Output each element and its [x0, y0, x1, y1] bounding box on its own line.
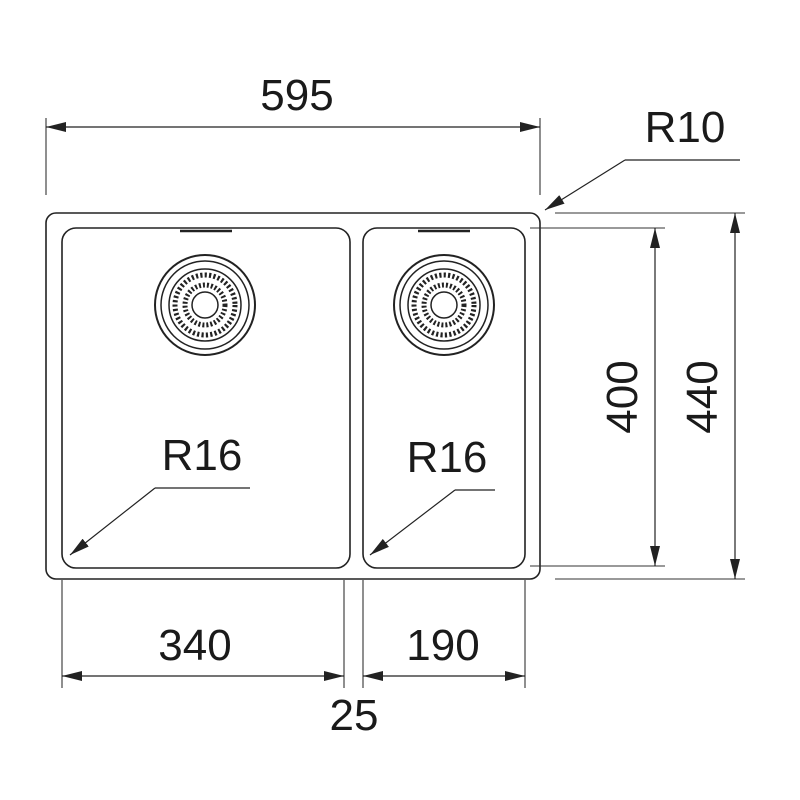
left-bowl-outline	[61, 227, 351, 569]
bottom-extension-lines	[61, 580, 526, 688]
outer-radius-label: R10	[645, 103, 726, 152]
left-bowl-width-dimension: 340	[62, 621, 344, 681]
right-bowl-width-dimension: 190	[363, 621, 525, 681]
overall-width-label: 595	[260, 71, 333, 120]
outer-radius-callout: R10	[544, 103, 740, 211]
right-bowl-width-label: 190	[406, 621, 479, 670]
overall-width-dimension: 595	[45, 71, 541, 195]
left-drain-strainer-icon	[154, 254, 256, 356]
right-bowl-outline	[362, 227, 526, 569]
sink-outer-outline	[45, 212, 541, 580]
left-bowl-width-label: 340	[158, 621, 231, 670]
left-bowl-radius-callout: R16	[69, 431, 250, 556]
right-bowl-radius-label: R16	[407, 433, 488, 482]
right-bowl-radius-callout: R16	[369, 433, 495, 556]
divider-width-label: 25	[330, 691, 379, 740]
bowl-depth-label: 400	[598, 360, 647, 433]
overall-depth-dimension: 440	[555, 212, 745, 580]
bowl-depth-dimension: 400	[530, 227, 665, 567]
overall-depth-label: 440	[678, 360, 727, 433]
left-bowl-radius-label: R16	[162, 431, 243, 480]
right-drain-strainer-icon	[393, 254, 495, 356]
